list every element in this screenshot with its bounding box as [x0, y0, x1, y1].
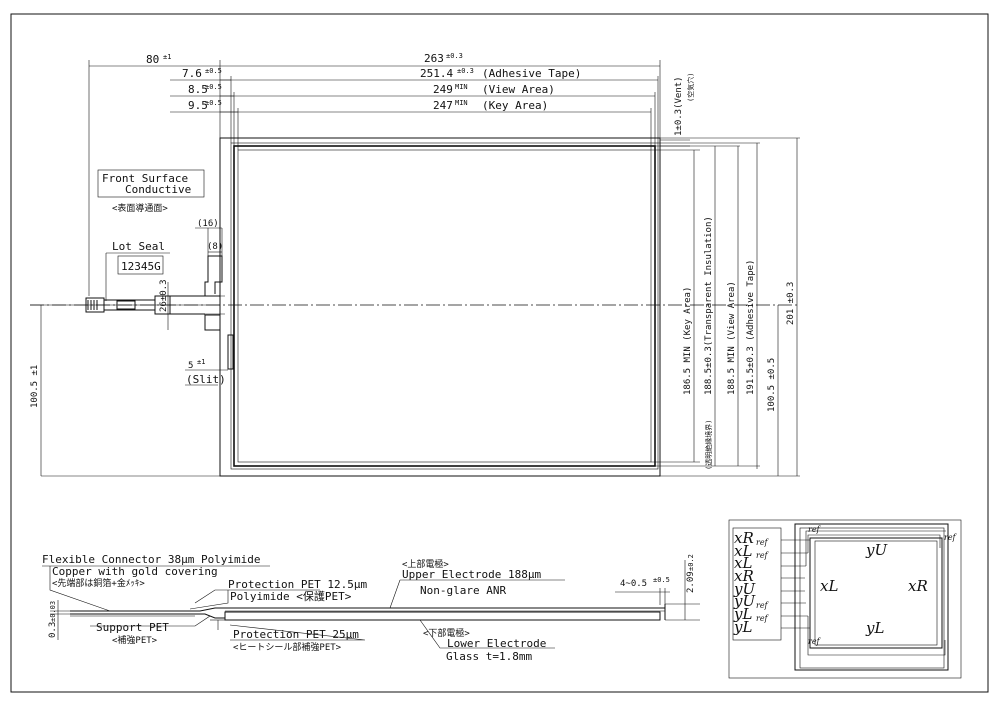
pin-2: xL	[734, 542, 752, 560]
gap-tol: ±0.5	[653, 576, 670, 584]
transparent-height-dim: 188.5±0.3(Transparent Insulation)	[704, 216, 714, 395]
vent-jp: (空気穴)	[686, 73, 695, 102]
polyimide-label: Polyimide <保護PET>	[230, 589, 352, 603]
key-width-label: (Key Area)	[482, 99, 548, 112]
thickness-tol: ±0.2	[687, 554, 695, 571]
support-pet-label: Support PET	[96, 621, 169, 634]
front-surface-box	[97, 169, 205, 198]
upper-electrode-label: Upper Electrode 188μm	[402, 568, 541, 581]
slit-label: (Slit)	[186, 373, 226, 386]
adhesive-height-dim: 191.5±0.3 (Adhesive Tape)	[746, 260, 756, 395]
outer-film	[794, 523, 949, 671]
electrode-xR: xR	[908, 577, 928, 595]
lot-seal-label: Lot Seal	[112, 240, 165, 253]
right-half-dim: 100.5 ±0.5	[767, 358, 777, 412]
key-width-sup: MIN	[455, 99, 468, 107]
non-glare-label: Non-glare ANR	[420, 584, 506, 597]
support-thickness-tol: ±0.03	[49, 601, 57, 622]
tail-length-dim: 80	[146, 53, 159, 66]
lower-jp: <下部電極>	[423, 627, 470, 639]
glass-layer	[224, 611, 661, 621]
flex-connector-label: Flexible Connector 38μm Polyimide	[42, 553, 261, 566]
view-area-outline	[233, 145, 656, 467]
pin-label-box	[732, 527, 782, 641]
wiring-diagram: xR ref xL ref xL xR yU yU ref yL ref yL …	[728, 519, 962, 679]
electrode-yL: yL	[865, 619, 884, 637]
lot-number: 12345G	[121, 260, 161, 273]
support-thickness-dim: 0.3	[48, 622, 58, 638]
protection-125-label: Protection PET 12.5μm	[228, 578, 367, 591]
electrode-yU: yU	[865, 541, 888, 559]
front-surface-line2: Conductive	[125, 183, 191, 196]
adhesive-width-tol: ±0.3	[457, 67, 474, 75]
gap-dim: 4~0.5	[620, 579, 647, 589]
total-width-dim: 263	[424, 52, 444, 65]
lot-number-box	[117, 255, 164, 275]
adhesive-offset-tol: ±0.5	[205, 67, 222, 75]
protection-25-jp: <ヒートシール部補強PET>	[233, 641, 342, 653]
copper-label: Copper with gold covering	[52, 565, 218, 578]
adhesive-width-label: (Adhesive Tape)	[482, 67, 581, 80]
front-surface-line1: Front Surface	[102, 172, 188, 185]
view-offset-tol: ±0.5	[205, 83, 222, 91]
transparent-jp: (透明絶縁境界)	[704, 420, 713, 470]
pin-4: xR	[734, 567, 754, 585]
adhesive-width-dim: 251.4	[420, 67, 453, 80]
panel-outline	[219, 137, 661, 477]
pin-6: yU	[733, 592, 756, 610]
pin-2-ref: ref	[756, 551, 770, 560]
key-width-dim: 247	[433, 99, 453, 112]
key-offset-tol: ±0.5	[205, 99, 222, 107]
view-width-dim: 249	[433, 83, 453, 96]
slit-tol: ±1	[197, 358, 205, 366]
ref-label-right: ref	[944, 533, 958, 542]
ref-label-top: ref	[808, 525, 822, 534]
view-height-dim: 188.5 MIN (View Area)	[727, 281, 737, 395]
dim-8: (8)	[207, 242, 223, 252]
pin-8: yL	[733, 618, 752, 636]
pin-3: xL	[734, 554, 752, 572]
view-offset-dim: 8.5	[188, 83, 208, 96]
support-pet-jp: <補強PET>	[112, 634, 158, 646]
lot-seal-mark	[116, 300, 136, 310]
key-height-dim: 186.5 MIN (Key Area)	[683, 287, 693, 395]
pin-7: yL	[733, 605, 752, 623]
front-surface-jp: <表面導通面>	[112, 202, 168, 214]
adhesive-offset-dim: 7.6	[182, 67, 202, 80]
copper-jp: <先端部は銅箔+金ﾒｯｷ>	[52, 577, 145, 589]
tail-width-dim: 26±0.3	[159, 279, 169, 312]
glass-label: Glass t=1.8mm	[446, 650, 532, 663]
vent-dim: 1±0.3(Vent)	[674, 76, 684, 136]
tail-length-tol: ±1	[163, 53, 171, 61]
pin-1: xR	[734, 529, 754, 547]
key-area-outline	[237, 149, 652, 463]
thickness-dim: 2.09	[686, 571, 696, 593]
protection-25-label: Protection PET 25μm	[233, 628, 359, 641]
view-width-sup: MIN	[455, 83, 468, 91]
total-height-dim: 201 ±0.3	[786, 282, 796, 325]
pin-5: yU	[733, 580, 756, 598]
pin-1-ref: ref	[756, 538, 770, 547]
key-offset-dim: 9.5	[188, 99, 208, 112]
active-area	[809, 537, 943, 649]
total-width-tol: ±0.3	[446, 52, 463, 60]
pin-7-ref: ref	[756, 614, 770, 623]
top-view: 80 ±1 263 ±0.3 7.6 ±0.5 251.4 ±0.3 (Adhe…	[30, 52, 800, 477]
lower-electrode-label: Lower Electrode	[447, 637, 546, 650]
adhesive-outline	[230, 142, 659, 470]
sheet-border	[10, 13, 989, 693]
dim-16: (16)	[197, 219, 219, 229]
pin-6-ref: ref	[756, 601, 770, 610]
left-half-dim: 100.5 ±1	[30, 365, 40, 408]
electrode-xL: xL	[820, 577, 838, 595]
section-view: Flexible Connector 38μm Polyimide Copper…	[42, 553, 700, 663]
ref-label-bottom: ref	[808, 637, 822, 646]
upper-jp: <上部電極>	[402, 558, 449, 570]
view-width-label: (View Area)	[482, 83, 555, 96]
slit-dim: 5	[188, 361, 193, 371]
